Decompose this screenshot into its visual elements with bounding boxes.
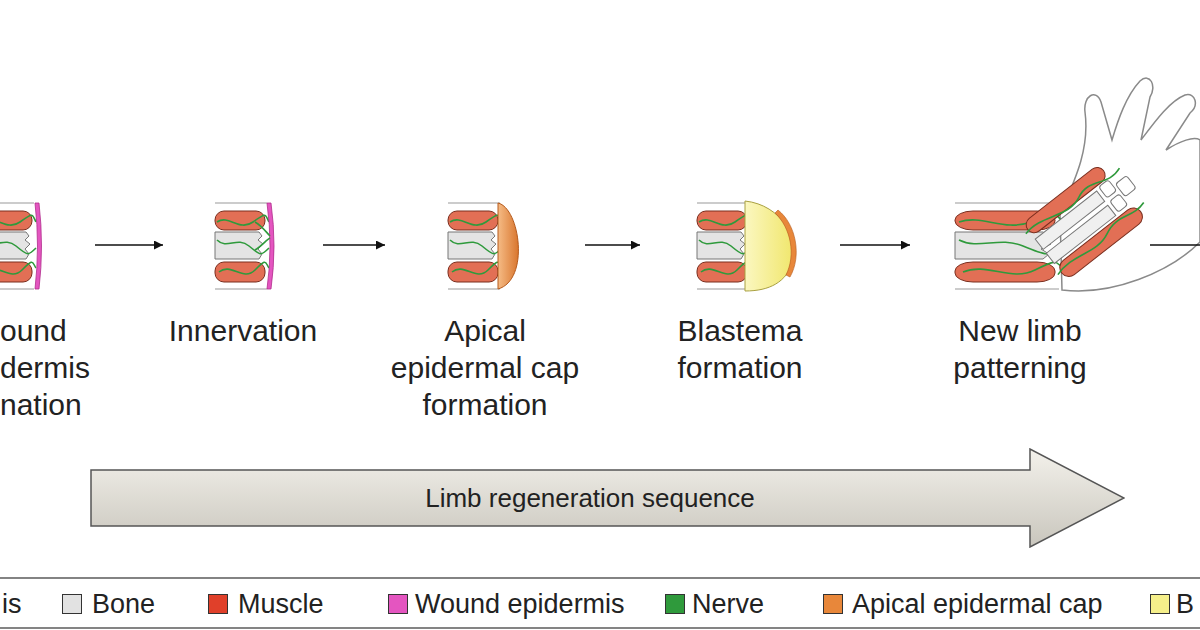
arrow-connector (95, 244, 163, 246)
stage-label: Blastema formation (640, 312, 840, 386)
stage-label-column: Apical epidermal cap formation (385, 195, 585, 423)
legend-label: is (2, 589, 22, 619)
legend-label: Apical epidermal cap (852, 589, 1103, 619)
apical-epidermal-cap (498, 203, 518, 289)
legend-box (0, 578, 1200, 628)
stage-label-column: Innervation (163, 195, 323, 349)
bone-shape (1110, 194, 1128, 212)
limb-stump (697, 203, 751, 289)
arrow-connector (840, 244, 910, 246)
sequence-arrow: Limb regeneration sequence (90, 448, 1125, 548)
legend-swatch (823, 594, 843, 614)
legend-swatch (1150, 594, 1170, 614)
legend-label: B (1176, 589, 1194, 619)
arrow-connector (585, 244, 640, 246)
stage-label: Innervation (163, 312, 323, 349)
arrow-outline (91, 449, 1124, 547)
stage-label: New limb patterning (910, 312, 1130, 386)
legend-label: Nerve (692, 589, 764, 619)
legend-swatch (388, 594, 408, 614)
nerve-line (255, 222, 270, 250)
legend-label: Bone (92, 589, 155, 619)
stage-label-column: ound dermis nation (0, 195, 95, 423)
wound-epidermis (35, 203, 42, 289)
new-forearm (1020, 155, 1155, 283)
legend-label: Muscle (238, 589, 324, 619)
limb-stump (448, 203, 502, 289)
stage-label-column: New limb patterning (910, 195, 1130, 386)
stage-label: Apical epidermal cap formation (385, 312, 585, 423)
legend-swatch (208, 594, 228, 614)
bone-shape (1099, 180, 1117, 198)
sequence-label: Limb regeneration sequence (90, 483, 1090, 513)
legend-swatch (62, 594, 82, 614)
stage-label-column: Blastema formation (640, 195, 840, 386)
stage-label: ound dermis nation (0, 312, 95, 423)
nerve-line (1025, 163, 1148, 276)
cropped-arrow (1150, 244, 1200, 246)
wound-epidermis (267, 203, 274, 289)
legend-swatch (665, 594, 685, 614)
legend-label: Wound epidermis (415, 589, 625, 619)
apical-epidermal-cap (775, 210, 796, 277)
bone-shape (1115, 175, 1136, 196)
blastema-shape (745, 201, 794, 291)
arrow-connector (323, 244, 385, 246)
limb-stump (215, 203, 269, 289)
limb-stump (0, 203, 36, 289)
